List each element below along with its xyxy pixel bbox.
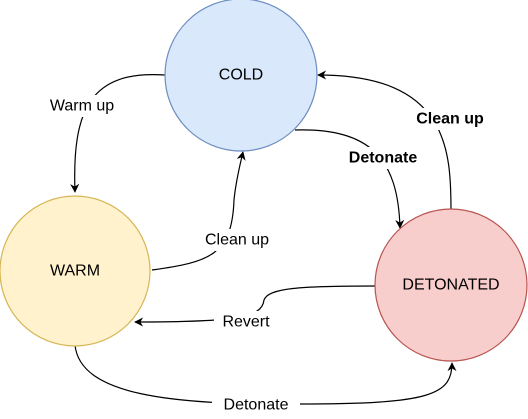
- edge-warm-to-cold: [151, 151, 246, 271]
- label-cold-to-detonated: Detonate: [336, 147, 430, 169]
- label-detonated-to-cold: Clean up: [403, 108, 497, 130]
- state-detonated-label: DETONATED: [402, 277, 499, 294]
- state-detonated-circle: [374, 208, 528, 362]
- label-detonated-to-warm: Revert: [214, 311, 278, 333]
- label-warm-to-detonated: Detonate: [212, 394, 300, 416]
- label-warm-to-cold-text: Clean up: [205, 232, 269, 249]
- state-detonated: DETONATED: [374, 208, 528, 362]
- edge-detonated-to-warm: [134, 285, 376, 327]
- edge-cold-to-detonated: [294, 129, 405, 229]
- label-detonated-to-cold-text: Clean up: [416, 111, 484, 128]
- state-cold-label: COLD: [219, 67, 263, 84]
- state-warm-label: WARM: [50, 263, 100, 280]
- state-cold-circle: [164, 0, 318, 152]
- label-cold-to-warm-text: Warm up: [50, 98, 114, 115]
- state-warm: WARM: [0, 195, 151, 347]
- label-warm-to-detonated-text: Detonate: [224, 397, 289, 414]
- state-warm-circle: [0, 195, 151, 347]
- edge-cold-to-warm: [70, 73, 166, 193]
- edge-detonated-to-cold: [317, 70, 452, 212]
- label-warm-to-cold: Clean up: [194, 229, 278, 251]
- label-cold-to-detonated-text: Detonate: [349, 150, 418, 167]
- state-cold: COLD: [164, 0, 318, 152]
- label-detonated-to-warm-text: Revert: [222, 314, 270, 331]
- label-cold-to-warm: Warm up: [40, 95, 126, 117]
